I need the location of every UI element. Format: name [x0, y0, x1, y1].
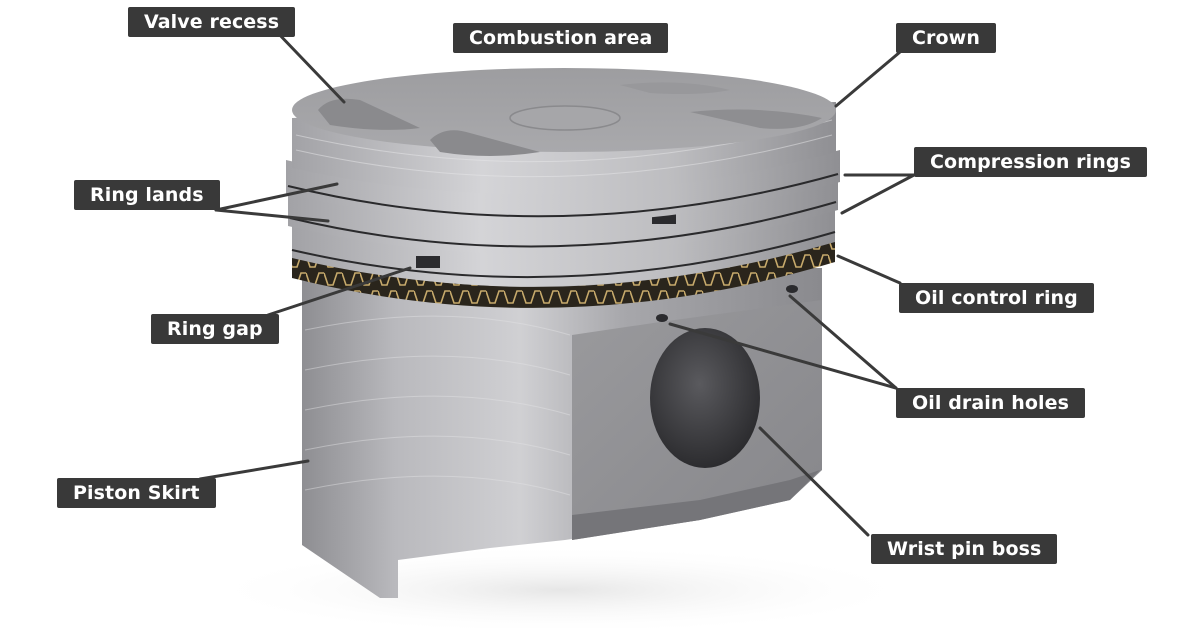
label-ring-lands: Ring lands	[74, 180, 220, 210]
label-oil-control-ring: Oil control ring	[899, 283, 1094, 313]
label-piston-skirt: Piston Skirt	[57, 478, 216, 508]
label-valve-recess: Valve recess	[128, 7, 296, 37]
label-combustion-area: Combustion area	[453, 23, 669, 53]
label-crown: Crown	[896, 23, 996, 53]
label-compression-rings: Compression rings	[914, 147, 1147, 177]
label-wrist-pin-boss: Wrist pin boss	[871, 534, 1058, 564]
label-ring-gap: Ring gap	[151, 314, 279, 344]
leader-lines	[198, 28, 916, 537]
label-oil-drain-holes: Oil drain holes	[896, 388, 1086, 418]
